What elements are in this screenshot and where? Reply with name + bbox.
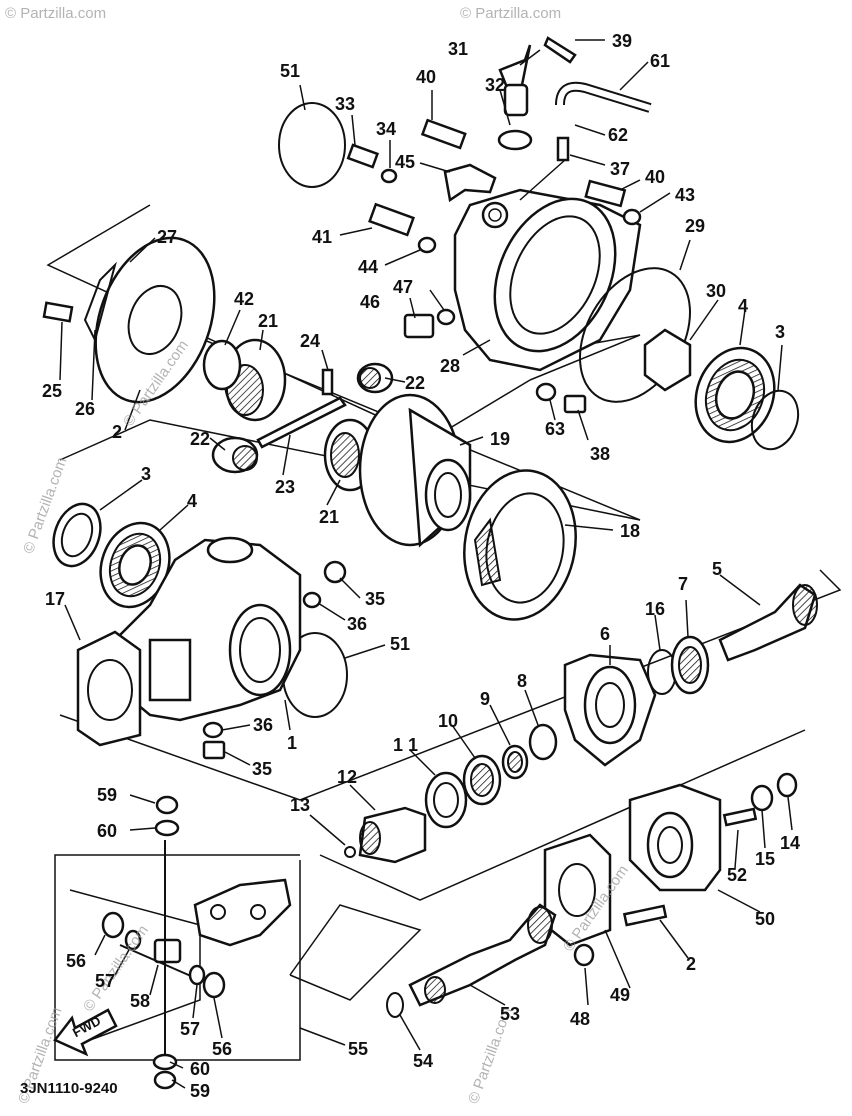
callout-30: 30 <box>706 281 727 301</box>
callout-34: 34 <box>376 119 397 139</box>
callout-38: 38 <box>590 444 611 464</box>
callout-63: 63 <box>545 419 566 439</box>
callout-61: 61 <box>650 51 671 71</box>
left-cover <box>42 236 216 404</box>
callout-58: 58 <box>130 991 151 1011</box>
callout-2-left: 2 <box>112 422 123 442</box>
output-shaft <box>386 903 557 1018</box>
callout-3-right: 3 <box>775 322 786 342</box>
callout-26: 26 <box>75 399 96 419</box>
callout-50: 50 <box>755 909 776 929</box>
callout-13: 13 <box>290 795 311 815</box>
final-gear-case <box>113 536 347 760</box>
callout-27: 27 <box>157 227 178 247</box>
callout-32: 32 <box>485 75 506 95</box>
callout-44: 44 <box>358 257 379 277</box>
callout-36-top: 36 <box>347 614 368 634</box>
callout-56-left: 56 <box>66 951 87 971</box>
callout-51-mid: 51 <box>390 634 411 654</box>
drive-shaft-housing <box>543 772 798 967</box>
left-bearing-set <box>52 502 171 609</box>
differential-case <box>358 393 577 621</box>
callout-35-top: 35 <box>365 589 386 609</box>
watermark-1: © Partzilla.com <box>5 5 107 22</box>
callout-3-left: 3 <box>141 464 152 484</box>
callout-19: 19 <box>490 429 511 449</box>
callout-6: 6 <box>600 624 611 644</box>
diagram-code: 3JN1110-9240 <box>20 1080 118 1097</box>
universal-joint <box>101 795 292 1090</box>
callout-48: 48 <box>570 1009 591 1029</box>
callout-31: 31 <box>448 39 469 59</box>
callout-16: 16 <box>645 599 666 619</box>
callout-1: 1 <box>287 733 298 753</box>
callout-37: 37 <box>610 159 631 179</box>
differential-gears <box>202 338 394 492</box>
fwd-arrow <box>53 1008 118 1057</box>
callout-59-top: 59 <box>97 785 118 805</box>
callout-5: 5 <box>712 559 723 579</box>
callout-45: 45 <box>395 152 416 172</box>
callout-4-left: 4 <box>187 491 198 511</box>
breather-assembly <box>497 36 652 201</box>
gasket-17 <box>76 630 142 747</box>
callout-54: 54 <box>413 1051 434 1071</box>
callout-35-bottom: 35 <box>252 759 273 779</box>
top-bolts <box>346 118 642 414</box>
right-bearing-set <box>643 328 800 451</box>
callout-25: 25 <box>42 381 63 401</box>
callout-51-top: 51 <box>280 61 301 81</box>
callout-28: 28 <box>440 356 461 376</box>
callout-42: 42 <box>234 289 255 309</box>
callout-46: 46 <box>360 292 381 312</box>
callout-11: 1 1 <box>393 735 419 755</box>
callout-60-bottom: 60 <box>190 1059 211 1079</box>
callout-39: 39 <box>612 31 633 51</box>
callout-24: 24 <box>300 331 321 351</box>
callout-49: 49 <box>610 985 631 1005</box>
callout-41: 41 <box>312 227 333 247</box>
callout-60-top: 60 <box>97 821 118 841</box>
callout-21-top: 21 <box>258 311 279 331</box>
callout-62: 62 <box>608 125 629 145</box>
leader-lines <box>59 39 793 1089</box>
callout-57-left: 57 <box>95 971 116 991</box>
callout-22-top: 22 <box>405 373 426 393</box>
callout-22-left: 22 <box>190 429 211 449</box>
watermark-2: © Partzilla.com <box>460 5 562 22</box>
callout-57-right: 57 <box>180 1019 201 1039</box>
callout-23: 23 <box>275 477 296 497</box>
o-rings <box>278 102 691 718</box>
pinion-bearings <box>344 723 558 864</box>
callout-21-bottom: 21 <box>319 507 340 527</box>
callout-56-right: 56 <box>212 1039 233 1059</box>
callout-53: 53 <box>500 1004 521 1024</box>
callout-59-bottom: 59 <box>190 1081 211 1101</box>
final-gear-case-cover <box>453 188 642 372</box>
callout-12: 12 <box>337 767 358 787</box>
callout-9: 9 <box>480 689 491 709</box>
callout-15: 15 <box>755 849 776 869</box>
callout-4-right: 4 <box>738 296 749 316</box>
pinion-assembly <box>563 583 818 767</box>
callout-2-bottom: 2 <box>686 954 697 974</box>
callout-7: 7 <box>678 574 689 594</box>
callout-43: 43 <box>675 185 696 205</box>
callout-10: 10 <box>438 711 459 731</box>
callout-29: 29 <box>685 216 706 236</box>
callout-17: 17 <box>45 589 66 609</box>
callout-55: 55 <box>348 1039 369 1059</box>
callout-36-bottom: 36 <box>253 715 274 735</box>
callout-52: 52 <box>727 865 748 885</box>
callout-8: 8 <box>517 671 528 691</box>
callout-14: 14 <box>780 833 801 853</box>
callout-18: 18 <box>620 521 641 541</box>
callout-40-top: 40 <box>416 67 437 87</box>
callout-47: 47 <box>393 277 414 297</box>
callout-40-right: 40 <box>645 167 666 187</box>
callout-33: 33 <box>335 94 356 114</box>
